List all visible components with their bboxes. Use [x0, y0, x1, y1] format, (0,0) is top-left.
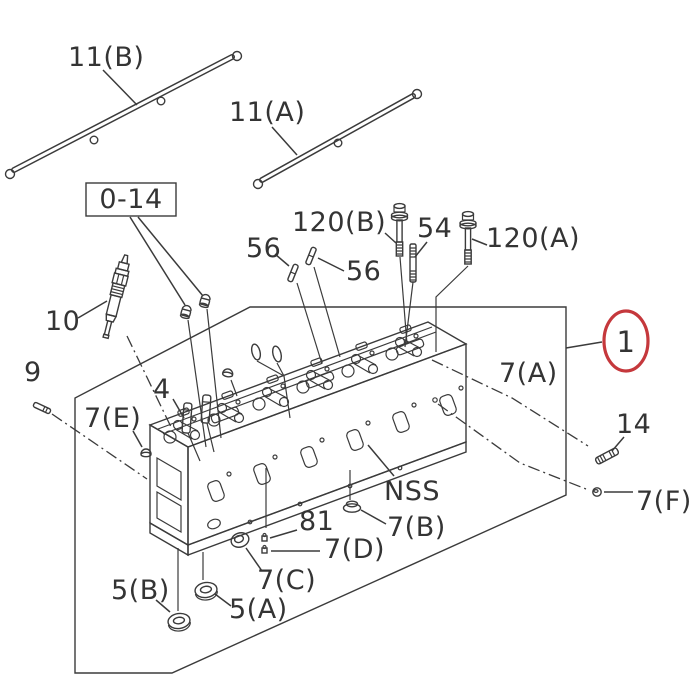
callout-56-right[interactable]: 56 — [346, 256, 381, 287]
valve-guide-right — [200, 394, 212, 424]
pin-56-right — [305, 246, 317, 266]
callout-11b[interactable]: 11(B) — [68, 42, 144, 73]
floating-cap — [221, 367, 235, 379]
callout-5b[interactable]: 5(B) — [111, 575, 170, 606]
callout-10[interactable]: 10 — [45, 306, 80, 337]
group-ref-label[interactable]: 0-14 — [99, 184, 162, 215]
stud-54 — [409, 243, 417, 283]
callout-7a[interactable]: 7(A) — [499, 358, 558, 389]
bolt-120a — [459, 210, 477, 265]
callout-14[interactable]: 14 — [616, 409, 651, 440]
cap-7e — [140, 448, 152, 458]
callout-5a[interactable]: 5(A) — [229, 594, 288, 625]
dowel-pin-9 — [32, 401, 52, 415]
seal-5b — [166, 611, 192, 634]
injector-sleeve-cap-left — [179, 303, 193, 320]
pin-56-left — [287, 263, 299, 283]
o-ring-right — [271, 345, 283, 363]
callout-120a[interactable]: 120(A) — [486, 223, 580, 254]
callout-81[interactable]: 81 — [299, 506, 334, 537]
highlight-ellipse — [602, 309, 650, 373]
callout-1-label[interactable]: 1 — [617, 325, 636, 359]
screw-81-lower — [261, 544, 268, 554]
group-ref-box[interactable]: 0-14 — [85, 182, 177, 217]
stud-14 — [594, 447, 620, 465]
callout-4[interactable]: 4 — [153, 374, 171, 405]
callout-56-left[interactable]: 56 — [246, 233, 281, 264]
callout-7d[interactable]: 7(D) — [324, 534, 385, 565]
screw-81-upper — [261, 532, 268, 542]
pipe-11a — [252, 88, 423, 190]
callout-11a[interactable]: 11(A) — [229, 97, 305, 128]
callout-7b[interactable]: 7(B) — [387, 512, 446, 543]
callout-9[interactable]: 9 — [24, 357, 42, 388]
callout-7f[interactable]: 7(F) — [636, 486, 692, 517]
callout-54[interactable]: 54 — [417, 213, 452, 244]
o-ring-left — [250, 343, 262, 361]
callout-7e[interactable]: 7(E) — [84, 403, 141, 434]
assembly-boundary-outline — [74, 306, 567, 674]
callout-nss[interactable]: NSS — [384, 476, 440, 507]
plug-7f — [592, 487, 602, 497]
pipe-11b — [4, 50, 243, 180]
callout-120b[interactable]: 120(B) — [292, 207, 386, 238]
seal-5a — [193, 580, 219, 603]
grommet-7b — [342, 500, 362, 513]
bolt-120b — [390, 202, 409, 257]
injector-sleeve-cap-right — [198, 292, 212, 309]
callout-7c[interactable]: 7(C) — [257, 565, 316, 596]
glow-plug — [102, 254, 130, 340]
main-callout-circle[interactable]: 1 — [565, 309, 650, 373]
bushing-7c — [230, 532, 250, 548]
cylinder-head-body — [148, 321, 468, 557]
